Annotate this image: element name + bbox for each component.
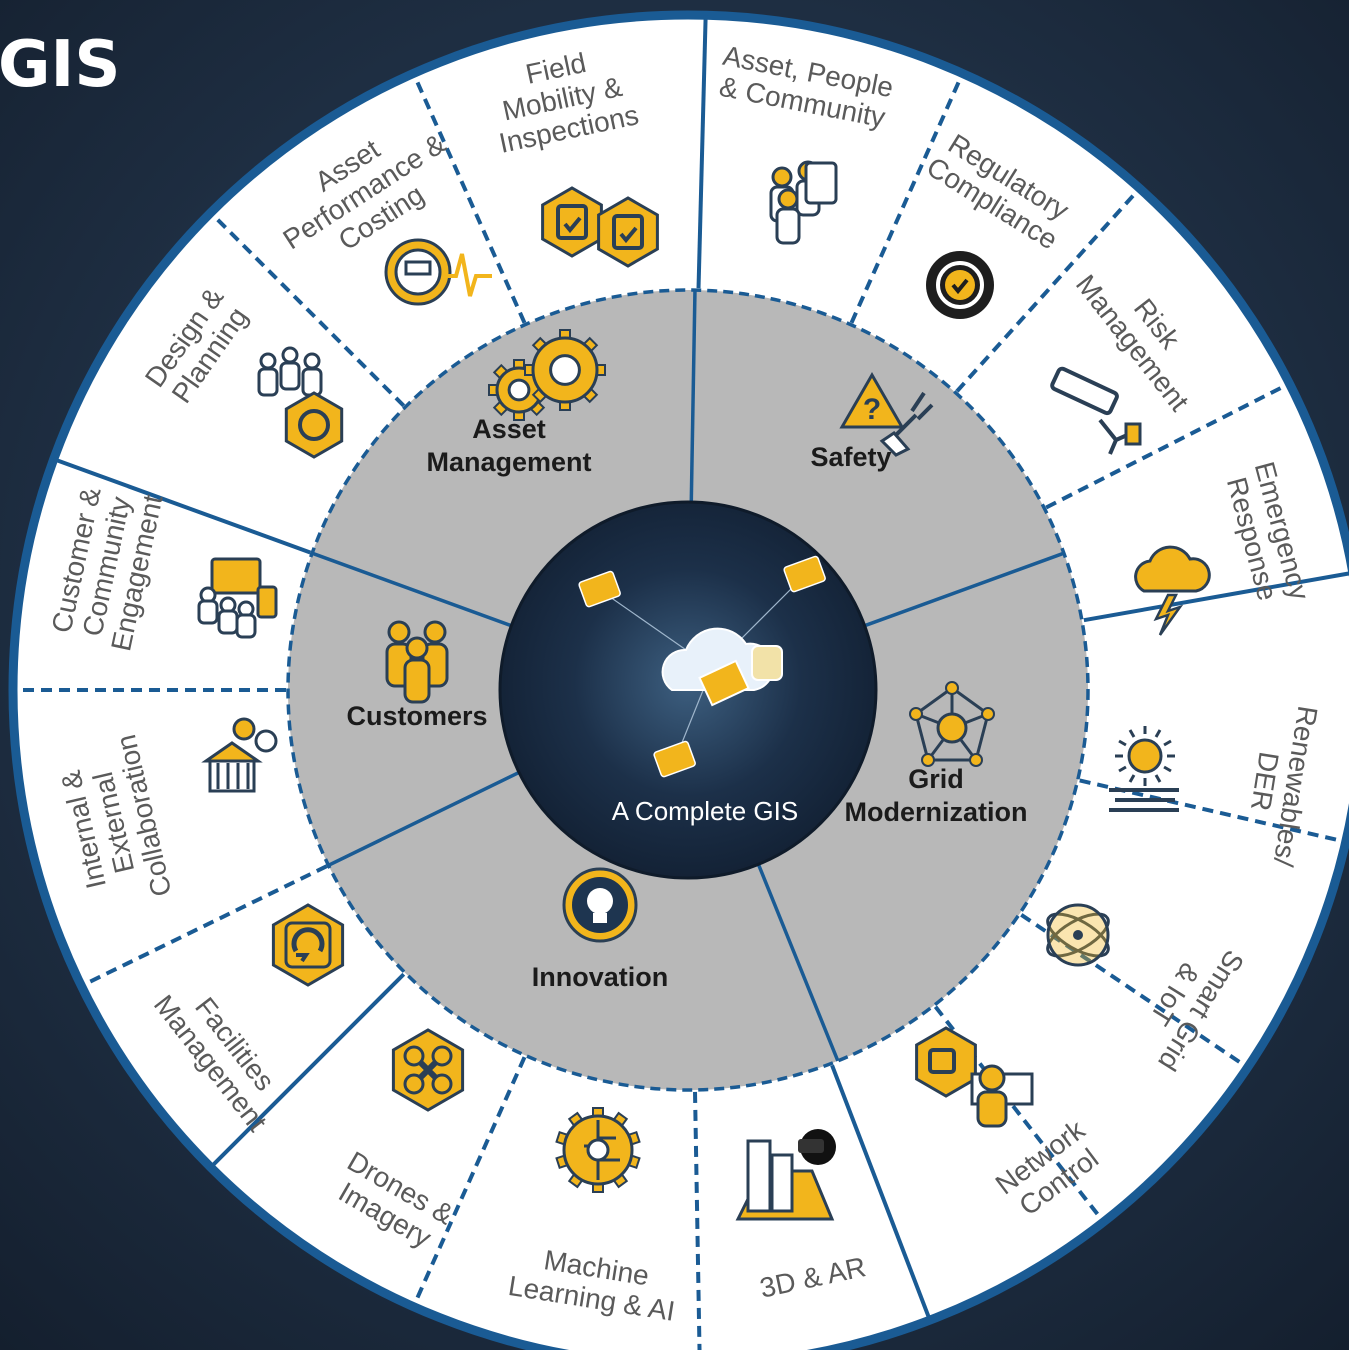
center-label: A Complete GIS <box>612 796 798 826</box>
inner-divider <box>311 551 512 628</box>
inner-segment-label-line: Customers <box>346 701 487 731</box>
security-camera-icon <box>1050 366 1142 455</box>
inner-divider <box>327 770 520 867</box>
gears-icon <box>488 329 606 421</box>
inner-segment-label-line: Asset <box>472 414 546 444</box>
inner-segment-label-line: Grid <box>908 764 964 794</box>
planning-globe-icon <box>257 346 344 459</box>
svg-text:?: ? <box>863 393 881 426</box>
inner-segment-label: Customers <box>346 701 487 731</box>
collaboration-icon <box>201 717 278 793</box>
inner-divider <box>309 550 313 556</box>
vr-city-icon <box>735 1129 836 1221</box>
inner-divider <box>689 290 697 503</box>
meter-pulse-icon <box>384 238 492 306</box>
inner-segment-label-line: Safety <box>810 442 891 472</box>
people-icon <box>385 620 449 704</box>
inner-divider <box>756 863 840 1062</box>
lightbulb-icon <box>562 867 638 943</box>
devices-icon <box>197 557 278 639</box>
inner-segment-label-line: Modernization <box>845 797 1028 827</box>
outer-divider <box>53 457 311 555</box>
atom-icon <box>1046 903 1110 967</box>
facility-sync-icon <box>271 903 345 987</box>
outer-divider <box>693 1091 702 1350</box>
outer-divider <box>955 187 1142 393</box>
network-hub-icon <box>909 681 995 767</box>
inner-segment-label-line: Innovation <box>532 962 669 992</box>
outer-divider <box>1045 381 1291 510</box>
storm-icon <box>1134 545 1211 636</box>
compliance-badge-icon <box>926 251 994 319</box>
control-room-icon <box>915 1026 1034 1128</box>
warning-hazard-icon: ? <box>839 371 934 457</box>
outer-divider <box>411 72 527 324</box>
page-title: GIS <box>0 28 121 102</box>
outer-divider <box>830 1064 932 1321</box>
outer-divider <box>849 72 965 324</box>
outer-divider <box>411 1056 527 1308</box>
outer-divider <box>1083 571 1349 623</box>
inner-divider <box>864 551 1065 628</box>
community-icon <box>769 160 838 245</box>
inner-segment-label-line: Management <box>426 447 591 477</box>
outer-divider <box>80 864 328 988</box>
sun-icon <box>1109 726 1179 812</box>
outer-divider <box>696 15 708 289</box>
inner-segment-label: Safety <box>810 442 891 472</box>
cloud-data-icon <box>578 555 826 778</box>
outer-divider <box>209 211 406 408</box>
brain-gear-icon <box>555 1107 641 1193</box>
outer-divider <box>209 972 406 1169</box>
inner-segment-label: Innovation <box>532 962 669 992</box>
clipboard-check-icon <box>541 186 659 268</box>
inner-divider <box>325 863 330 869</box>
drone-icon <box>391 1028 465 1112</box>
